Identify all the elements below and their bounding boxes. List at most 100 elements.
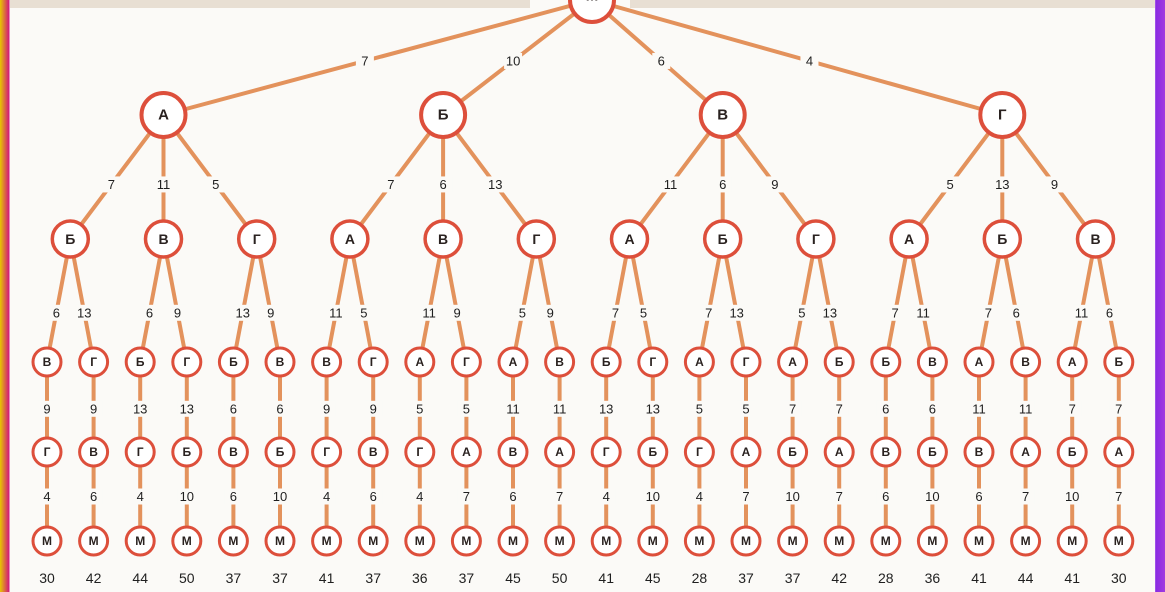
node-label: Б bbox=[997, 231, 1007, 247]
edge-weight: 6 bbox=[439, 177, 446, 192]
edge bbox=[813, 237, 842, 364]
node-label: А bbox=[1068, 355, 1077, 369]
edge-weight: 9 bbox=[323, 401, 330, 416]
weight-label-bg bbox=[737, 400, 755, 417]
node-circle bbox=[1010, 436, 1042, 468]
tree-node: А bbox=[823, 436, 855, 468]
edge-weight: 7 bbox=[892, 305, 899, 320]
tree-node: Г bbox=[590, 436, 622, 468]
node-circle bbox=[497, 525, 529, 557]
route-total: 37 bbox=[226, 570, 242, 586]
tree-node: В bbox=[423, 219, 463, 259]
edge bbox=[1000, 237, 1028, 364]
route-total: 30 bbox=[1111, 570, 1127, 586]
edge bbox=[161, 0, 594, 117]
edge bbox=[534, 237, 562, 364]
node-label: М bbox=[322, 534, 332, 548]
node-circle bbox=[730, 436, 762, 468]
edge-weight: 13 bbox=[729, 305, 743, 320]
edge-weight: 4 bbox=[806, 53, 813, 68]
tree-node: В bbox=[870, 436, 902, 468]
header-band-left bbox=[10, 0, 530, 8]
node-circle bbox=[963, 346, 995, 378]
tree-node: М bbox=[683, 525, 715, 557]
edge bbox=[977, 237, 1005, 364]
edge-weight: 6 bbox=[370, 489, 377, 504]
tree-node: А bbox=[404, 346, 436, 378]
tree-node: А bbox=[889, 219, 929, 259]
node-circle bbox=[1103, 436, 1135, 468]
tree-node: В bbox=[698, 91, 747, 139]
edge-weight: 11 bbox=[1019, 401, 1033, 416]
weight-label-bg bbox=[1016, 488, 1035, 505]
node-circle bbox=[796, 219, 836, 259]
edge-weight: 10 bbox=[1065, 489, 1079, 504]
tree-node: Г bbox=[637, 346, 669, 378]
weight-label-bg bbox=[970, 488, 988, 505]
tree-node: М bbox=[1103, 525, 1135, 557]
node-circle bbox=[357, 525, 389, 557]
weight-label-bg bbox=[699, 304, 718, 321]
node-label: М bbox=[508, 534, 518, 548]
node-circle bbox=[1056, 525, 1088, 557]
weight-label-bg bbox=[941, 176, 960, 193]
node-circle bbox=[516, 219, 557, 259]
weight-label-bg bbox=[690, 488, 709, 505]
node-label: Б bbox=[928, 445, 937, 459]
node-label: В bbox=[717, 107, 728, 124]
node-label: Б bbox=[438, 107, 449, 124]
node-label: А bbox=[1114, 445, 1123, 459]
tree-node: М bbox=[777, 525, 809, 557]
edge-weight: 10 bbox=[273, 489, 287, 504]
node-label: Б bbox=[602, 355, 611, 369]
tree-node: Б bbox=[171, 436, 203, 468]
node-circle bbox=[419, 91, 468, 139]
route-total: 41 bbox=[1064, 570, 1080, 586]
edge-weight: 6 bbox=[230, 401, 237, 416]
tree-node: А bbox=[330, 219, 370, 259]
weight-label-bg bbox=[713, 176, 732, 193]
node-label: М bbox=[927, 534, 937, 548]
node-circle bbox=[1103, 525, 1135, 557]
node-circle bbox=[450, 436, 482, 468]
tree-node: М bbox=[404, 525, 436, 557]
node-label: Г bbox=[463, 355, 470, 369]
edge-weight: 11 bbox=[157, 177, 171, 192]
node-circle bbox=[143, 219, 184, 259]
tree-node: А bbox=[1103, 436, 1135, 468]
node-label: М bbox=[881, 534, 891, 548]
edge-weight: 6 bbox=[882, 401, 889, 416]
node-circle bbox=[963, 525, 995, 557]
edges-layer bbox=[45, 0, 1121, 543]
node-circle bbox=[423, 219, 463, 259]
node-label: В bbox=[229, 445, 238, 459]
edge-weight: 5 bbox=[640, 305, 647, 320]
tree-node: Г bbox=[796, 219, 836, 259]
weight-label-bg bbox=[177, 488, 196, 505]
weight-label-bg bbox=[1063, 488, 1082, 505]
edge-weight: 7 bbox=[705, 305, 712, 320]
node-label: В bbox=[881, 445, 890, 459]
weight-label-bg bbox=[131, 488, 150, 505]
node-label: Г bbox=[743, 355, 750, 369]
weight-label-bg bbox=[830, 488, 849, 505]
tree-node: Г bbox=[236, 219, 277, 259]
node-circle bbox=[1056, 436, 1088, 468]
edge-weight: 4 bbox=[603, 489, 610, 504]
node-circle bbox=[78, 436, 110, 468]
edge-weight: 13 bbox=[823, 305, 837, 320]
edge-weight: 5 bbox=[212, 177, 219, 192]
node-circle bbox=[777, 525, 809, 557]
edge-weight: 5 bbox=[946, 177, 953, 192]
node-circle bbox=[777, 346, 809, 378]
node-circle bbox=[544, 525, 576, 557]
node-label: М bbox=[1114, 534, 1124, 548]
route-total: 45 bbox=[645, 570, 661, 586]
weight-label-bg bbox=[410, 400, 429, 417]
edge-weight: 6 bbox=[929, 401, 936, 416]
node-circle bbox=[916, 436, 948, 468]
tree-node: Б bbox=[702, 219, 743, 259]
tree-node: Б bbox=[870, 346, 902, 378]
tree-node: М bbox=[124, 525, 156, 557]
